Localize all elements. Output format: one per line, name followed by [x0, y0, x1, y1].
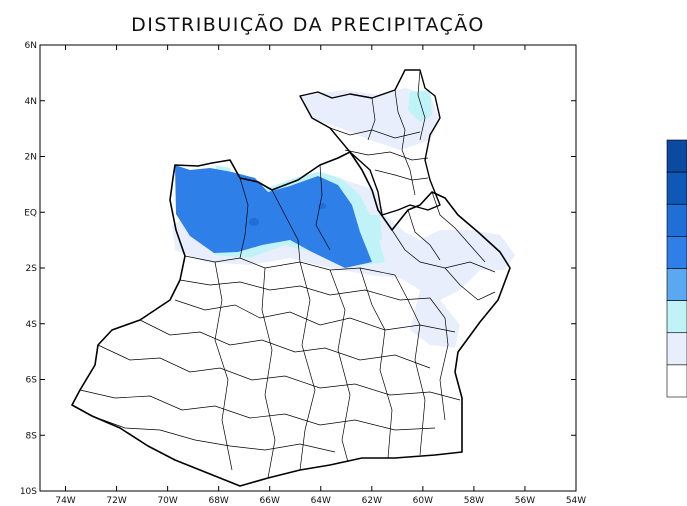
map-title: DISTRIBUIÇÃO DA PRECIPITAÇÃO	[131, 14, 485, 36]
legend-swatch	[666, 171, 687, 205]
lat-tick-label: 6S	[26, 376, 38, 386]
municipal-boundary	[299, 261, 316, 471]
municipal-boundary	[394, 89, 416, 196]
municipal-boundary	[444, 267, 496, 301]
lat-tick-label: 2S	[26, 264, 38, 274]
lon-tick-label: 72W	[106, 496, 126, 506]
municipal-boundary	[359, 267, 393, 459]
lon-tick-label: 62W	[362, 496, 382, 506]
lon-tick-label: 54W	[566, 496, 586, 506]
municipal-boundary	[429, 297, 449, 421]
municipal-boundary	[214, 261, 233, 471]
municipal-boundary	[261, 267, 276, 479]
municipal-boundary	[139, 319, 431, 369]
legend-swatch	[666, 203, 687, 237]
lat-tick-label: 4N	[25, 97, 37, 107]
latitude-axis: 6N 4N 2N EQ 2S 4S 6S 8S 10S	[20, 41, 576, 497]
lon-tick-label: 68W	[208, 496, 228, 506]
precip-level-4-region	[175, 165, 372, 268]
legend-swatch	[666, 139, 687, 173]
precip-level-1-region	[300, 88, 440, 150]
color-legend	[666, 139, 687, 398]
lat-tick-label: 10S	[20, 487, 37, 497]
municipal-boundaries	[79, 69, 496, 479]
municipal-boundary	[271, 189, 301, 263]
municipal-boundary	[391, 229, 496, 273]
lat-tick-label: 8S	[26, 431, 38, 441]
lon-tick-label: 74W	[55, 496, 75, 506]
precip-level-1-region	[460, 230, 515, 270]
lon-tick-label: 70W	[157, 496, 177, 506]
legend-swatch	[666, 300, 687, 334]
lon-tick-label: 66W	[260, 496, 280, 506]
lon-tick-label: 58W	[464, 496, 484, 506]
lat-tick-label: EQ	[24, 208, 37, 218]
legend-swatch	[666, 268, 687, 301]
precip-level-5-spot	[249, 218, 259, 226]
municipal-boundary	[431, 191, 486, 263]
municipal-boundary	[179, 279, 431, 301]
municipal-boundary	[374, 169, 429, 181]
municipal-boundary	[329, 127, 421, 139]
lat-tick-label: 6N	[25, 41, 37, 51]
lat-tick-label: 2N	[25, 153, 37, 163]
municipal-boundary	[367, 97, 376, 141]
municipal-boundary	[174, 299, 456, 333]
municipal-boundary	[344, 149, 429, 161]
municipal-boundary	[315, 164, 331, 251]
municipal-boundary	[407, 209, 441, 261]
municipal-boundary	[394, 274, 426, 456]
outer-boundary	[71, 151, 511, 487]
municipal-boundary	[184, 255, 396, 276]
lon-tick-label: 60W	[413, 496, 433, 506]
municipal-boundary	[97, 344, 461, 401]
municipal-boundary	[417, 69, 426, 141]
municipal-boundary	[239, 177, 249, 259]
longitude-axis: 74W 72W 70W 68W 66W 64W 62W 60W 58W 56W 54W	[55, 45, 586, 506]
legend-swatch	[666, 332, 687, 366]
legend-swatch	[666, 236, 687, 269]
lat-tick-label: 4S	[26, 320, 38, 330]
precip-level-2-region	[368, 215, 382, 242]
precipitation-shading	[172, 88, 515, 348]
legend-swatch	[666, 364, 687, 398]
municipal-boundary	[329, 269, 351, 463]
municipal-boundary	[79, 389, 436, 431]
lon-tick-label: 64W	[311, 496, 331, 506]
lon-tick-label: 56W	[515, 496, 535, 506]
municipal-boundary	[91, 415, 336, 453]
precip-level-2-region	[408, 90, 432, 122]
